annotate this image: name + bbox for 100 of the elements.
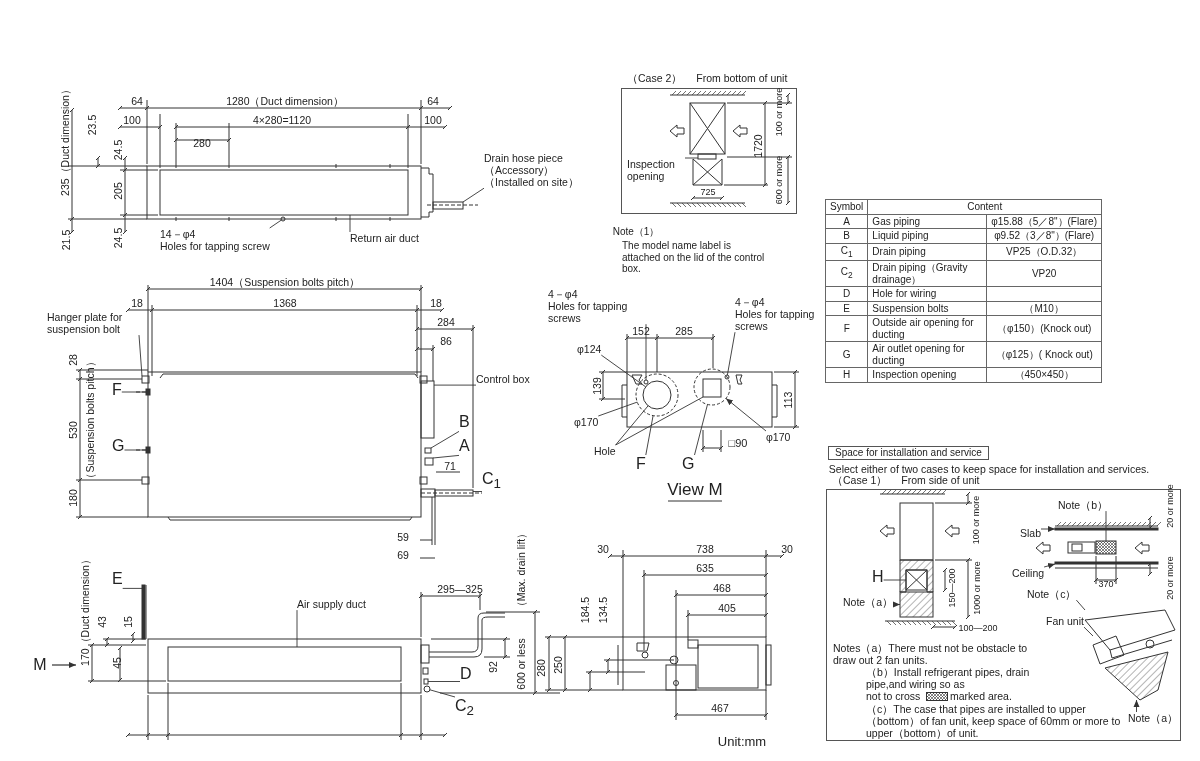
callout-letter: E (112, 570, 123, 589)
callout-label: Holes for tapping screws (735, 308, 816, 333)
leader-line (883, 579, 907, 581)
view-title: View M (667, 480, 723, 500)
inspection-opening (697, 153, 717, 160)
knockout-circle (693, 368, 731, 406)
dimension-label: 600 or less (514, 638, 528, 690)
drain-port (423, 685, 431, 693)
dimension-label: （Suspension bolts pitch） (83, 356, 97, 484)
leader-line (122, 587, 143, 589)
callout-label: Slab (1020, 527, 1041, 540)
dimension-label: 1280（Duct dimension） (226, 94, 344, 108)
instruction-text: Select either of two cases to keep space for installation and services. (828, 462, 1150, 476)
content-text: Inspection opening (867, 367, 987, 383)
callout-letter: F (112, 381, 122, 400)
leader-line (433, 384, 477, 386)
view-direction-letter: M (33, 655, 47, 675)
note-text: The model name label is attached on the lid of the control box. (622, 240, 766, 275)
leader-line (892, 601, 901, 608)
spec-value: φ15.88（5／8"）(Flare) (986, 214, 1102, 229)
dimension-label: 280 (193, 136, 211, 150)
pipe-connection (424, 447, 432, 454)
leader-line (269, 219, 282, 229)
dimension-label: 170（Duct dimension） (78, 554, 92, 666)
callout-letter: A (459, 437, 470, 456)
leader-line (1105, 510, 1107, 542)
callout-letter: D (460, 665, 472, 684)
dimension-label: 600 or more (773, 155, 785, 205)
content-text: Suspension bolts (867, 301, 987, 316)
dimension-label: 134.5 (596, 596, 610, 624)
dimension-label: 69 (397, 548, 409, 562)
symbol-label: B (825, 228, 868, 243)
dimension-label: 205 (111, 182, 125, 200)
dimension-label: 468 (713, 581, 731, 595)
callout-letter: C$_{1}$ (482, 470, 501, 492)
dimension-label: 24.5 (111, 139, 125, 161)
dimension-label: 30 (597, 542, 609, 556)
dimension-label: 152 (632, 324, 650, 338)
dimension-label: 139 (590, 377, 604, 395)
callout-letter: F (636, 455, 646, 474)
callout-label: φ170 (574, 416, 599, 429)
square-opening (702, 378, 722, 398)
callout-label: Note（a） (1128, 712, 1179, 725)
spec-value: （450×450） (986, 367, 1102, 383)
spec-value: （M10） (986, 301, 1102, 316)
wiring-hole (423, 678, 429, 685)
knockout-circle (635, 373, 679, 417)
screw-hole (724, 374, 730, 380)
pipe-connection (424, 457, 434, 466)
dimension-label: 738 (696, 542, 714, 556)
leader-line (600, 354, 647, 388)
dimension-label: 725 (700, 186, 716, 198)
dimension-label: 280 (534, 659, 548, 677)
leader-line (462, 187, 485, 203)
note-text: not to cross (866, 690, 921, 703)
dimension-label: 635 (696, 561, 714, 575)
dimension-label: 250 (551, 656, 565, 674)
dimension-label: 1404（Suspension bolts pitch） (209, 275, 361, 289)
dimension-label: 24.5 (111, 227, 125, 249)
callout-label: φ124 (577, 343, 602, 356)
leader-line (472, 491, 483, 492)
hanger-plate (141, 375, 150, 384)
symbol-label: E (825, 301, 868, 316)
content-text: Drain piping (867, 243, 987, 261)
content-text: Outside air opening for ducting (867, 315, 987, 342)
callout-label: Holes for tapping screw (160, 240, 270, 253)
leader-line (124, 449, 147, 451)
service-space (899, 591, 934, 618)
note-label: Note（1） (612, 226, 660, 238)
fan-unit (1092, 635, 1125, 665)
column-header: Symbol (825, 199, 868, 214)
dimension-label: 20 or more (1164, 555, 1176, 602)
duct-opening (159, 169, 409, 216)
dimension-label: 100 (424, 113, 442, 127)
screw-hole (280, 216, 286, 222)
dimension-label: 18 (131, 296, 143, 310)
section-header: Space for installation and service (828, 446, 989, 460)
leader-line (726, 331, 736, 376)
symbol-label: G (825, 341, 868, 368)
leader-line (430, 430, 460, 449)
spec-value: VP25（O.D.32） (986, 243, 1102, 261)
leader-line (645, 323, 647, 381)
dimension-label: 86 (440, 334, 452, 348)
spec-value: φ9.52（3／8"）(Flare) (986, 228, 1102, 243)
leader-line (349, 214, 351, 233)
note-text: Notes（a）There must not be obstacle to draw out 2 fan units. (833, 642, 1029, 667)
dimension-label: 1720 (751, 134, 765, 158)
leader-line (597, 401, 638, 417)
callout-label: Return air duct (350, 232, 419, 245)
symbol-label: C$_{1}$ (825, 243, 868, 261)
knockout-mark (145, 446, 151, 454)
symbol-label: A (825, 214, 868, 229)
dimension-label: 30 (781, 542, 793, 556)
unit-note: Unit:mm (717, 734, 767, 750)
slab (1054, 527, 1159, 531)
dimension-label: 100 or more (773, 87, 785, 137)
callout-label: Control box (476, 373, 530, 386)
callout-letter: H (872, 568, 884, 587)
symbol-label: H (825, 367, 868, 383)
dimension-label: 1000 or more (971, 561, 983, 615)
